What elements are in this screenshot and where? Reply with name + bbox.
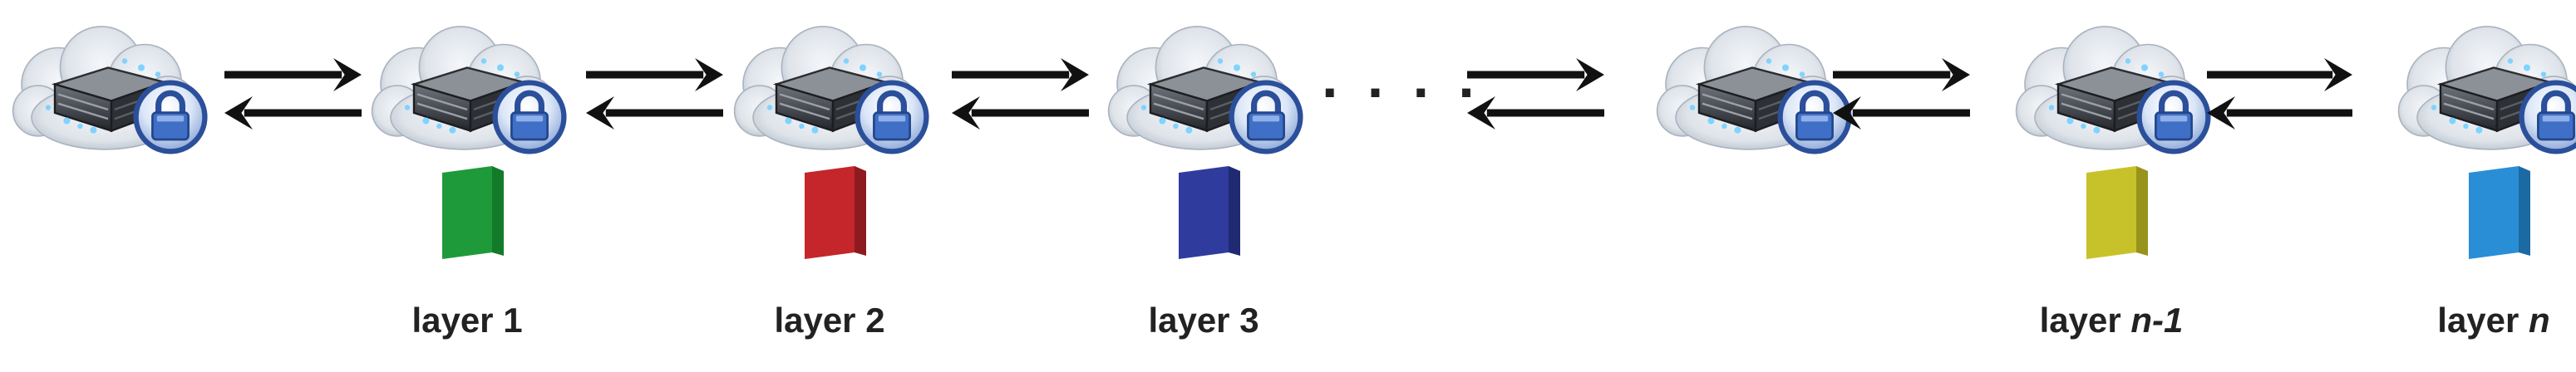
cloud-node-4 [1107,25,1301,152]
layer-tiles-group [442,166,2530,259]
layer-label-3: layer 3 [1148,301,1258,340]
layer-label-6: layer n [2437,301,2549,340]
layer-label-suffix: 1 [503,301,522,340]
lock-icon [2522,83,2576,152]
bidirectional-arrow-icon-forward-3 [952,58,1089,91]
ellipsis: · · · · [1322,60,1483,125]
layer-label-2: layer 2 [774,301,884,340]
cloud-node-6 [2015,25,2209,152]
cloud-node-2 [371,25,564,152]
layer-label-prefix: layer [774,301,865,340]
bidirectional-arrow-icon-back-5 [1833,96,1970,130]
lock-icon [1232,83,1301,152]
layer-label-prefix: layer [1148,301,1239,340]
bidirectional-arrow-icon-back-6 [2207,96,2352,130]
bidirectional-arrow-icon-back-2 [586,96,723,130]
bidirectional-arrow-icon-back-3 [952,96,1089,130]
nodes-group [12,25,2576,152]
bidirectional-arrow-icon-back-1 [224,96,362,130]
layer-label-1: layer 1 [411,301,522,340]
lock-icon [858,83,927,152]
lock-icon [1781,83,1849,152]
bidirectional-arrow-icon-forward-6 [2207,58,2352,91]
layer-label-suffix: 3 [1239,301,1258,340]
lock-icon [2140,83,2209,152]
cloud-node-7 [2397,25,2576,152]
arrows-group [224,58,2352,130]
layer-label-suffix: n-1 [2130,301,2183,340]
bidirectional-arrow-icon-back-4 [1467,96,1604,130]
cloud-node-3 [733,25,927,152]
layer-tile-3 [1179,166,1240,259]
lock-icon [495,83,564,152]
layer-label-5: layer n-1 [2040,301,2184,340]
bidirectional-arrow-icon-forward-5 [1833,58,1970,91]
layer-label-suffix: n [2529,301,2550,340]
layer-tile-6 [2469,166,2530,259]
cloud-node-5 [1656,25,1849,152]
layer-label-prefix: layer [2437,301,2529,340]
layer-label-prefix: layer [2040,301,2131,340]
layer-label-prefix: layer [411,301,503,340]
bidirectional-arrow-icon-forward-4 [1467,58,1604,91]
layer-tile-1 [442,166,504,259]
layer-label-suffix: 2 [865,301,884,340]
layer-tile-2 [805,166,866,259]
lock-icon [136,83,205,152]
cloud-node-1 [12,25,205,152]
layer-tile-5 [2086,166,2148,259]
bidirectional-arrow-icon-forward-2 [586,58,723,91]
bidirectional-arrow-icon-forward-1 [224,58,362,91]
